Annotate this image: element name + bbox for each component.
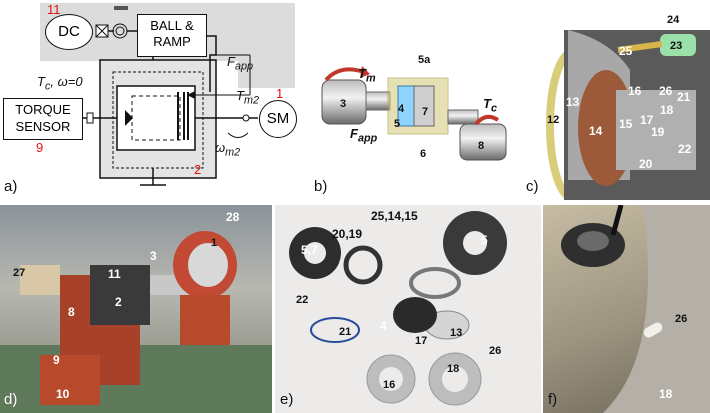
torque-sensor-line-1: TORQUE <box>15 102 71 117</box>
closeup-photo-drawing <box>561 205 710 413</box>
dc-motor: DC <box>45 14 93 50</box>
label-c-15: 15 <box>619 117 633 131</box>
panel-d-photo: 28 1 3 27 11 2 8 9 10 d) <box>0 205 272 413</box>
label-e-18: 18 <box>447 363 460 375</box>
panel-label-b: b) <box>314 178 328 195</box>
rig-photo-drawing <box>0 231 272 413</box>
panel-f-closeup: 26 18 f) <box>543 205 710 413</box>
label-e-20-19: 20,19 <box>332 227 363 241</box>
label-1: 1 <box>276 86 284 101</box>
label-e-21: 21 <box>339 326 352 338</box>
omega-m2-symbol: ω <box>215 140 226 155</box>
tc-label: Tc, ω=0 <box>37 74 83 93</box>
label-d-2: 2 <box>115 295 122 309</box>
panel-label-e: e) <box>280 391 294 408</box>
panel-label-c: c) <box>526 178 539 195</box>
panel-a-schematic: DC BALL & RAMP TORQUE SENSOR SM 11 1 9 2… <box>0 0 300 200</box>
label-d-28: 28 <box>226 210 240 224</box>
label-c-14: 14 <box>589 124 603 138</box>
label-e-17: 17 <box>415 335 428 347</box>
label-c-23: 23 <box>670 40 683 52</box>
sm-motor: SM <box>259 100 297 138</box>
label-e-4: 4 <box>380 319 387 333</box>
panel-e-parts: 25,14,15 5,7 20,19 5 22 21 4 17 13 26 16… <box>275 205 541 413</box>
label-c-13: 13 <box>566 95 580 109</box>
tc-subscript: c <box>44 80 51 93</box>
panel-label-a: a) <box>4 178 18 195</box>
label-d-1: 1 <box>211 237 218 249</box>
label-3: 3 <box>340 98 347 110</box>
label-5a: 5a <box>418 54 431 66</box>
panel-c-cutaway: 5 24 25 23 13 16 26 21 12 14 15 17 18 19… <box>520 0 710 200</box>
label-d-8: 8 <box>68 305 75 319</box>
label-c-24: 24 <box>667 14 680 26</box>
label-c-20: 20 <box>639 157 653 171</box>
tm-label: Tm <box>358 66 376 85</box>
tm2-symbol: T <box>236 88 244 103</box>
label-2: 2 <box>194 162 202 177</box>
omega-m2-subscript: m2 <box>225 146 241 159</box>
torque-sensor-box: TORQUE SENSOR <box>3 98 83 140</box>
label-c-25: 25 <box>619 44 633 58</box>
f-app-label: Fapp <box>227 54 253 73</box>
schematic-drawing <box>40 3 295 186</box>
label-c-12: 12 <box>547 114 560 126</box>
tm2-label: Tm2 <box>236 88 259 107</box>
label-d-3: 3 <box>150 249 157 263</box>
f-app-b-symbol: F <box>350 126 358 141</box>
label-6: 6 <box>420 148 427 160</box>
label-c-17: 17 <box>640 113 654 127</box>
tm-symbol: T <box>358 66 366 81</box>
label-4: 4 <box>398 103 405 115</box>
assembly-drawing <box>321 66 507 161</box>
label-11: 11 <box>47 2 61 17</box>
ball-ramp-line-2: RAMP <box>153 34 191 49</box>
label-7: 7 <box>422 106 429 118</box>
label-e-13: 13 <box>450 327 463 339</box>
label-e-5-7: 5,7 <box>301 243 318 257</box>
label-8: 8 <box>478 140 485 152</box>
tc-b-label: Tc <box>483 96 497 115</box>
label-c-5: 5 <box>592 17 599 31</box>
ball-ramp-box: BALL & RAMP <box>137 14 207 57</box>
label-f-18: 18 <box>659 387 673 401</box>
tc-b-subscript: c <box>490 102 497 115</box>
torque-sensor-line-2: SENSOR <box>15 119 71 134</box>
tc-symbol: T <box>37 74 45 89</box>
f-app-b-label: Fapp <box>350 126 377 145</box>
label-e-26: 26 <box>489 345 502 357</box>
cutaway-drawing <box>520 0 710 200</box>
label-5: 5 <box>394 118 401 130</box>
label-d-11: 11 <box>108 267 121 281</box>
f-app-subscript: app <box>234 60 254 73</box>
panel-label-d: d) <box>4 391 18 408</box>
label-9: 9 <box>36 140 44 155</box>
label-f-26: 26 <box>675 313 688 325</box>
label-c-19: 19 <box>651 125 665 139</box>
tc-omega-text: , ω=0 <box>50 74 83 89</box>
panel-label-f: f) <box>548 391 558 408</box>
label-c-26: 26 <box>659 84 673 98</box>
f-app-b-subscript: app <box>357 132 378 145</box>
ball-ramp-line-1: BALL & <box>150 18 194 33</box>
omega-m2-label: ωm2 <box>215 140 240 159</box>
label-e-16: 16 <box>383 379 396 391</box>
label-e-5: 5 <box>481 233 488 247</box>
tm-subscript: m <box>365 72 376 85</box>
label-d-10: 10 <box>56 387 70 401</box>
panel-b-assembly: Tm Tc Fapp 5a 3 4 5 6 7 8 b) <box>300 0 520 200</box>
label-c-18: 18 <box>660 103 674 117</box>
label-d-27: 27 <box>13 267 26 279</box>
tc-b-symbol: T <box>483 96 491 111</box>
label-c-16: 16 <box>628 84 642 98</box>
label-e-25-14-15: 25,14,15 <box>371 209 418 223</box>
label-c-21: 21 <box>677 90 691 104</box>
label-c-22: 22 <box>678 142 692 156</box>
label-e-22: 22 <box>296 294 309 306</box>
label-d-9: 9 <box>53 353 60 367</box>
f-app-symbol: F <box>227 54 235 69</box>
tm2-subscript: m2 <box>243 94 259 107</box>
parts-photo-drawing <box>289 211 507 406</box>
